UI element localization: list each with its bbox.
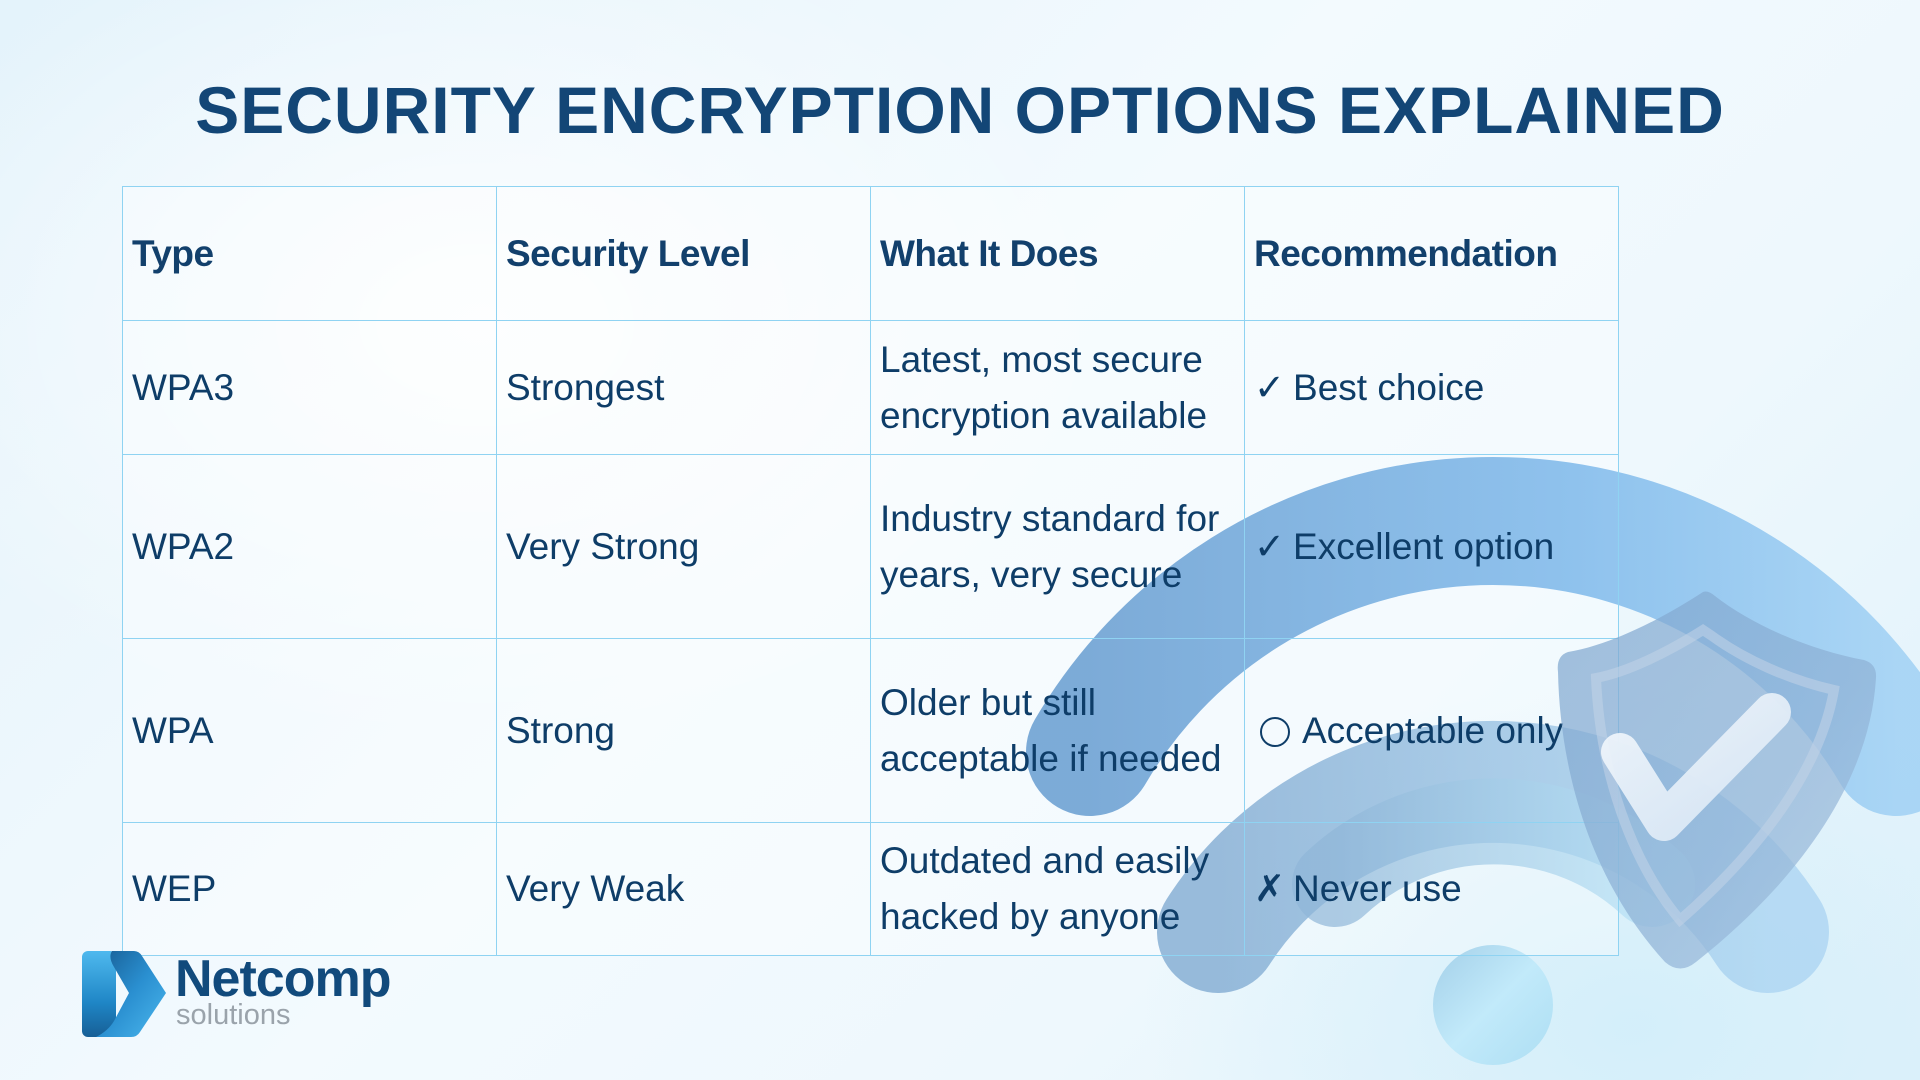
check-mark-icon: ✓ [1254, 366, 1286, 408]
column-header-what-it-does: What It Does [870, 186, 1245, 321]
encryption-options-table: Type Security Level What It Does Recomme… [122, 186, 1619, 956]
cell-type: WPA2 [122, 454, 497, 639]
recommendation-text: Acceptable only [1302, 709, 1564, 751]
cell-security-level: Very Strong [496, 454, 871, 639]
check-mark-icon: ✓ [1254, 525, 1286, 567]
cell-type: WPA3 [122, 320, 497, 455]
cell-recommendation: ✓Excellent option [1244, 454, 1619, 639]
shield-inner-rim [1590, 624, 1840, 928]
column-header-recommendation: Recommendation [1244, 186, 1619, 321]
cell-type: WPA [122, 638, 497, 823]
column-header-security-level: Security Level [496, 186, 871, 321]
cell-recommendation: ✗Never use [1244, 822, 1619, 956]
cell-recommendation: Acceptable only [1244, 638, 1619, 823]
netcomp-logo: Netcomp solutions [82, 951, 422, 1041]
netcomp-logo-icon [82, 951, 166, 1037]
cell-what-it-does: Older but still acceptable if needed [870, 638, 1245, 823]
cell-type: WEP [122, 822, 497, 956]
cell-security-level: Very Weak [496, 822, 871, 956]
cell-security-level: Strongest [496, 320, 871, 455]
table-row: WPA Strong Older but still acceptable if… [122, 638, 1619, 823]
circle-icon [1260, 716, 1290, 747]
table-row: WEP Very Weak Outdated and easily hacked… [122, 822, 1619, 956]
logo-tagline: solutions [176, 999, 291, 1031]
column-header-type: Type [122, 186, 497, 321]
cell-what-it-does: Latest, most secure encryption available [870, 320, 1245, 455]
table-header-row: Type Security Level What It Does Recomme… [122, 186, 1619, 321]
cell-what-it-does: Industry standard for years, very secure [870, 454, 1245, 639]
cell-what-it-does: Outdated and easily hacked by anyone [870, 822, 1245, 956]
recommendation-text: Excellent option [1293, 525, 1555, 567]
encryption-table-container: Type Security Level What It Does Recomme… [122, 186, 1619, 956]
shield-checkmark [1601, 693, 1791, 841]
wifi-dot [1433, 945, 1553, 1065]
table-row: WPA3 Strongest Latest, most secure encry… [122, 320, 1619, 455]
table-row: WPA2 Very Strong Industry standard for y… [122, 454, 1619, 639]
logo-name: Netcomp [175, 950, 391, 1008]
x-mark-icon: ✗ [1254, 868, 1286, 909]
recommendation-text: Never use [1293, 868, 1462, 909]
recommendation-text: Best choice [1293, 366, 1485, 408]
page-title: SECURITY ENCRYPTION OPTIONS EXPLAINED [195, 73, 1725, 147]
cell-recommendation: ✓Best choice [1244, 320, 1619, 455]
cell-security-level: Strong [496, 638, 871, 823]
